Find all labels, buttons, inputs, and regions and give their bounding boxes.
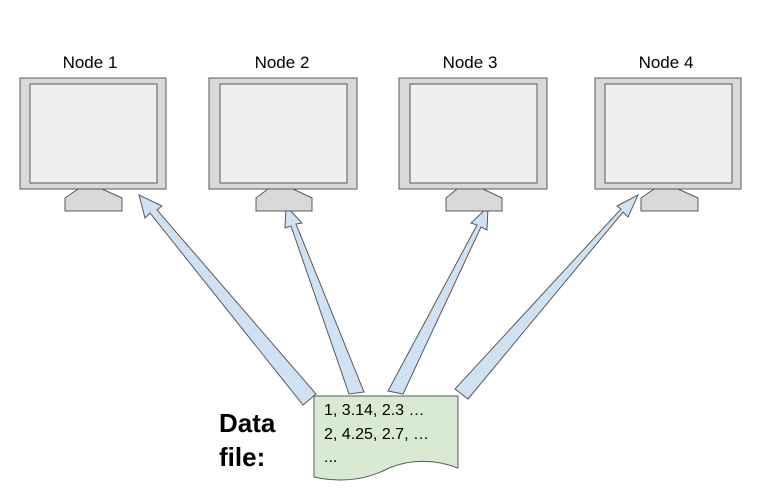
node-2-label: Node 2 [255, 53, 310, 72]
node-4: Node 4 [594, 53, 742, 212]
arrow-to-node-1 [138, 194, 317, 406]
node-4-label: Node 4 [639, 53, 694, 72]
node-3-label: Node 3 [443, 53, 498, 72]
data-file-label-line-1: Data [219, 408, 276, 438]
monitor-icon [208, 77, 358, 212]
arrow-to-node-3 [387, 205, 489, 395]
data-file-label-line-2: file: [219, 442, 265, 472]
node-3: Node 3 [398, 53, 548, 212]
file-line-2: 2, 4.25, 2.7, … [324, 426, 429, 443]
data-file: 1, 3.14, 2.3 … 2, 4.25, 2.7, … ... [313, 395, 459, 481]
arrow-to-node-4 [454, 193, 640, 400]
monitor-icon [19, 77, 167, 212]
monitor-icon [594, 77, 742, 212]
document-icon [313, 395, 459, 481]
node-2: Node 2 [208, 53, 358, 212]
monitor-icon [398, 77, 548, 212]
node-1: Node 1 [19, 53, 167, 212]
file-line-3: ... [324, 449, 337, 466]
node-1-label: Node 1 [63, 53, 118, 72]
arrow-to-node-2 [284, 204, 365, 395]
file-line-1: 1, 3.14, 2.3 … [324, 402, 425, 419]
